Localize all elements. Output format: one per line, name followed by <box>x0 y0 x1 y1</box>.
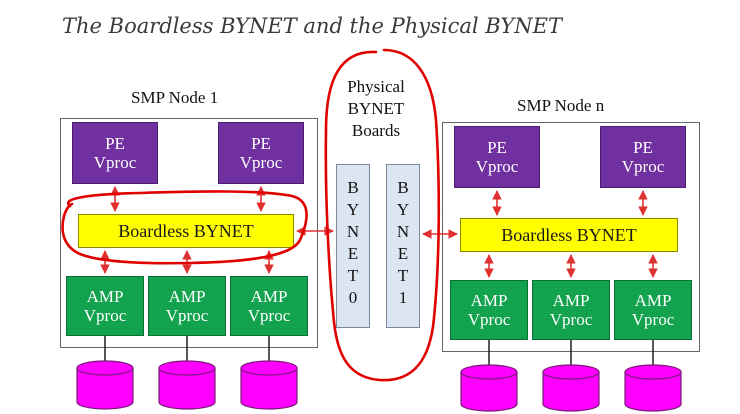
pe-label: PE <box>633 138 653 157</box>
title-line: Boards <box>351 121 401 140</box>
board-letter: 1 <box>398 288 408 307</box>
disk-connectors <box>104 336 654 366</box>
node1-boardless-bynet: Boardless BYNET <box>78 214 294 248</box>
vproc-label: Vproc <box>83 306 127 325</box>
node1-amp-vproc-2: AMP Vproc <box>148 276 226 336</box>
noden-amp-vproc-1: AMP Vproc <box>450 280 528 340</box>
amp-label: AMP <box>86 287 124 306</box>
board-letter: Y <box>346 200 360 219</box>
vproc-label: Vproc <box>247 306 291 325</box>
node1-amp-vproc-3: AMP Vproc <box>230 276 308 336</box>
disks <box>76 360 682 412</box>
bynet-board-0: B Y N E T 0 <box>336 164 370 328</box>
node1-amp-vproc-1: AMP Vproc <box>66 276 144 336</box>
board-letter: N <box>396 222 410 241</box>
board-letter: T <box>397 266 409 285</box>
board-letter: 0 <box>348 288 358 307</box>
board-letter: E <box>397 244 409 263</box>
node1-disk-2 <box>158 360 216 410</box>
node1-disk-3 <box>240 360 298 410</box>
board-letter: N <box>346 222 360 241</box>
noden-title: SMP Node n <box>517 96 605 115</box>
vproc-label: Vproc <box>475 157 519 176</box>
noden-amp-vproc-3: AMP Vproc <box>614 280 692 340</box>
amp-label: AMP <box>470 291 508 310</box>
noden-pe-vproc-1: PE Vproc <box>454 126 540 188</box>
title-line: BYNET <box>347 99 405 118</box>
noden-disk-1 <box>460 364 518 412</box>
node1-pe-vproc-2: PE Vproc <box>218 122 304 184</box>
vproc-label: Vproc <box>621 157 665 176</box>
physical-bynet-title: Physical BYNET Boards <box>331 76 421 142</box>
node1-title: SMP Node 1 <box>131 88 219 107</box>
noden-boardless-bynet: Boardless BYNET <box>460 218 678 252</box>
pe-label: PE <box>251 134 271 153</box>
amp-label: AMP <box>634 291 672 310</box>
bynet-board-1: B Y N E T 1 <box>386 164 420 328</box>
noden-disk-3 <box>624 364 682 412</box>
amp-label: AMP <box>168 287 206 306</box>
highlight-circle-physical-bynet <box>324 48 441 382</box>
pe-label: PE <box>105 134 125 153</box>
noden-pe-vproc-2: PE Vproc <box>600 126 686 188</box>
vproc-label: Vproc <box>467 310 511 329</box>
vproc-label: Vproc <box>631 310 675 329</box>
node1-disk-1 <box>76 360 134 410</box>
pe-label: PE <box>487 138 507 157</box>
amp-label: AMP <box>250 287 288 306</box>
board-letter: Y <box>396 200 410 219</box>
board-letter: B <box>397 178 409 197</box>
highlight-circle-boardless-bynet <box>61 190 308 265</box>
title-line: Physical <box>347 77 405 96</box>
noden-disk-2 <box>542 364 600 412</box>
vproc-label: Vproc <box>239 153 283 172</box>
vproc-label: Vproc <box>165 306 209 325</box>
noden-amp-vproc-2: AMP Vproc <box>532 280 610 340</box>
board-letter: E <box>347 244 359 263</box>
vproc-label: Vproc <box>549 310 593 329</box>
noden-arrows <box>422 190 658 278</box>
board-letter: T <box>347 266 359 285</box>
board-letter: B <box>347 178 359 197</box>
node1-pe-vproc-1: PE Vproc <box>72 122 158 184</box>
amp-label: AMP <box>552 291 590 310</box>
diagram-caption: The Boardless BYNET and the Physical BYN… <box>62 14 562 38</box>
vproc-label: Vproc <box>93 153 137 172</box>
